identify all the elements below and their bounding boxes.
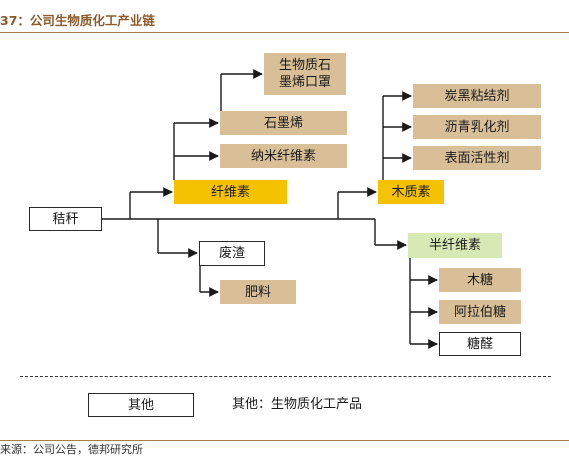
node-asphalt-emulsifier: 沥青乳化剂: [413, 115, 541, 139]
node-graphene: 石墨烯: [220, 111, 347, 135]
node-arabinose: 阿拉伯糖: [439, 300, 521, 324]
legend-description: 其他：生物质化工产品: [232, 397, 363, 412]
figure-title: 37：公司生物质化工产业链: [0, 13, 155, 28]
node-fertilizer: 肥料: [220, 280, 296, 304]
node-straw: 秸秆: [29, 207, 102, 231]
node-carbon-black-binder: 炭黑粘结剂: [413, 84, 541, 108]
node-cellulose: 纤维素: [174, 180, 287, 204]
node-surfactant: 表面活性剂: [413, 146, 541, 170]
node-residue: 废渣: [199, 241, 265, 266]
top-divider: [0, 32, 569, 33]
node-nanocellulose: 纳米纤维素: [220, 144, 347, 168]
legend-divider: [20, 376, 551, 377]
node-furfural: 糖醛: [439, 332, 521, 356]
source-note: 来源：公司公告，德邦研究所: [0, 443, 143, 456]
node-hemicellulose: 半纤维素: [408, 233, 502, 258]
node-lignin: 木质素: [378, 180, 444, 204]
legend-box: 其他: [88, 393, 194, 417]
bottom-divider: [0, 440, 569, 441]
node-graphene-mask: 生物质石 墨烯口罩: [264, 53, 346, 95]
node-xylose: 木糖: [439, 268, 521, 292]
